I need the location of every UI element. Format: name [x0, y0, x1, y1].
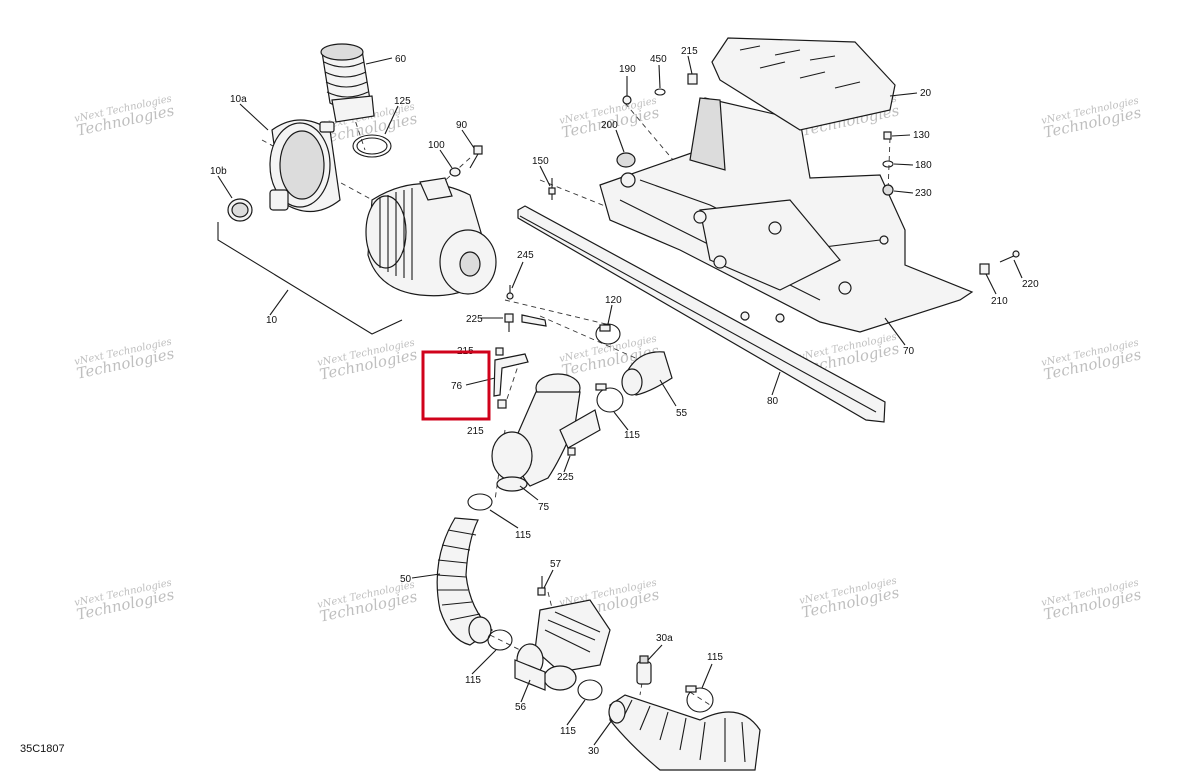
- callout-215-lid[interactable]: 215: [681, 46, 698, 57]
- callout-115-e[interactable]: 115: [707, 652, 723, 663]
- callout-215-bottom[interactable]: 215: [467, 426, 484, 437]
- nut-230: [882, 184, 894, 196]
- callout-180[interactable]: 180: [915, 160, 932, 171]
- callout-10[interactable]: 10: [266, 315, 278, 326]
- clamp-115e: [685, 685, 714, 713]
- callout-120[interactable]: 120: [605, 295, 622, 306]
- callout-100[interactable]: 100: [428, 140, 445, 151]
- callout-80[interactable]: 80: [767, 396, 779, 407]
- filter-body: [365, 177, 497, 297]
- callout-10a[interactable]: 10a: [230, 94, 247, 105]
- washer-180: [882, 160, 894, 168]
- screw-190: [622, 95, 632, 105]
- clamp-120: [595, 323, 621, 345]
- callout-125[interactable]: 125: [394, 96, 411, 107]
- callout-20[interactable]: 20: [920, 88, 932, 99]
- clamp-125: [352, 134, 392, 158]
- callout-225-top[interactable]: 225: [466, 314, 483, 325]
- callout-115-a[interactable]: 115: [624, 430, 640, 441]
- bolt-90: [469, 145, 483, 169]
- screw-220: [999, 250, 1020, 263]
- air-filter-group: [217, 43, 497, 335]
- callout-210[interactable]: 210: [991, 296, 1008, 307]
- duct-30: [608, 694, 761, 771]
- callout-50[interactable]: 50: [400, 574, 412, 585]
- callout-150[interactable]: 150: [532, 156, 549, 167]
- callout-75[interactable]: 75: [538, 502, 550, 513]
- callout-115-b[interactable]: 115: [515, 530, 531, 541]
- callout-70[interactable]: 70: [903, 346, 915, 357]
- callout-56[interactable]: 56: [515, 702, 527, 713]
- bolt-225-top: [504, 313, 514, 332]
- callout-225-bottom[interactable]: 225: [557, 472, 574, 483]
- fitting-30a: [636, 655, 652, 685]
- adaptor-56: [514, 599, 611, 691]
- bracket-76: [493, 347, 529, 409]
- cap-10b: [227, 198, 253, 222]
- callout-55[interactable]: 55: [676, 408, 688, 419]
- clamp-115d: [577, 679, 603, 701]
- callout-30[interactable]: 30: [588, 746, 600, 757]
- callout-220[interactable]: 220: [1022, 279, 1039, 290]
- clip-210: [979, 263, 990, 275]
- screw-57: [537, 576, 546, 596]
- callouts: 60 10a 125 90 100 10b 10 150 245 225 215…: [210, 46, 1039, 757]
- grommet-200: [616, 152, 636, 168]
- group-bracket-10: [217, 222, 403, 335]
- cover-10a: [269, 119, 341, 213]
- callout-190[interactable]: 190: [619, 64, 636, 75]
- hose-50: [436, 517, 493, 646]
- callout-245[interactable]: 245: [517, 250, 534, 261]
- callout-10b[interactable]: 10b: [210, 166, 227, 177]
- callout-57[interactable]: 57: [550, 559, 562, 570]
- elbow-55: [621, 351, 673, 396]
- rail-80: [517, 205, 886, 423]
- clip-215-top: [687, 73, 698, 85]
- tray-70: [599, 97, 974, 333]
- nut-100: [449, 167, 461, 177]
- callout-30a[interactable]: 30a: [656, 633, 673, 644]
- clamp-115c: [487, 629, 513, 651]
- callout-90[interactable]: 90: [456, 120, 468, 131]
- callout-115-c[interactable]: 115: [465, 675, 481, 686]
- bolt-130: [883, 131, 892, 140]
- clamp-115a: [595, 383, 624, 413]
- callout-450[interactable]: 450: [650, 54, 667, 65]
- diagram-code: 35C1807: [20, 743, 65, 755]
- resonator-75: [491, 373, 601, 492]
- stud-245: [506, 285, 514, 300]
- pin-part: [521, 314, 547, 327]
- clamp-115b: [467, 493, 493, 511]
- intake-snorkel-60: [320, 43, 375, 123]
- highlight-box: [421, 350, 491, 421]
- callout-230[interactable]: 230: [915, 188, 932, 199]
- lid-20: [711, 37, 896, 131]
- callout-115-d[interactable]: 115: [560, 726, 576, 737]
- callout-60[interactable]: 60: [395, 54, 407, 65]
- washer-450: [654, 88, 666, 96]
- bolt-150: [548, 178, 556, 200]
- callout-76[interactable]: 76: [451, 381, 463, 392]
- bolt-225-lower: [567, 447, 576, 456]
- callout-130[interactable]: 130: [913, 130, 930, 141]
- callout-200[interactable]: 200: [601, 120, 618, 131]
